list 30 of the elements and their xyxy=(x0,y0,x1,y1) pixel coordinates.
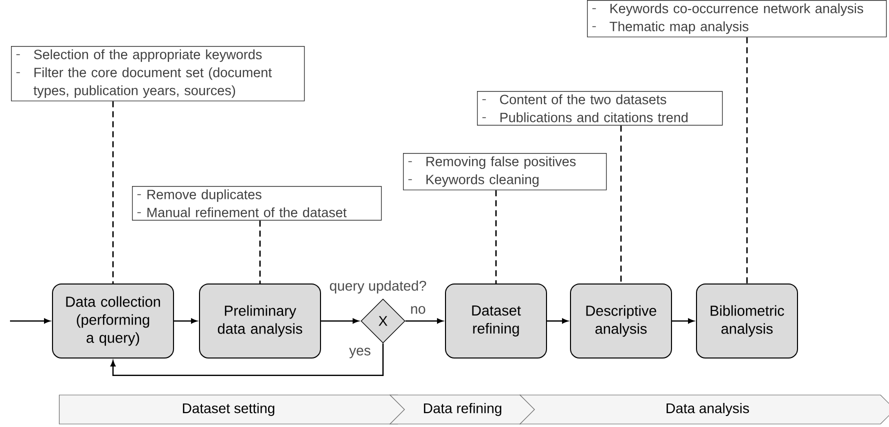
arrow xyxy=(672,318,694,324)
arrow xyxy=(547,318,568,324)
phase-band: Data analysis xyxy=(519,394,889,424)
node-label: Data refining xyxy=(424,402,502,416)
feedback-arrow xyxy=(110,343,384,376)
process-box: Dataset refining xyxy=(445,284,547,358)
connector-line xyxy=(746,37,748,284)
connector-line xyxy=(495,190,497,284)
process-box: Preliminary data analysis xyxy=(199,284,321,358)
edge-label: yes xyxy=(348,346,372,360)
arrow xyxy=(174,318,197,324)
edge-label: no xyxy=(409,305,427,315)
process-box: Bibliometric analysis xyxy=(696,284,798,358)
note-box: Keywords co-occurrence network analysis Thematic map analysis xyxy=(587,0,887,38)
connector-line xyxy=(620,126,622,284)
process-box: Descriptive analysis xyxy=(570,284,672,358)
phase-band: Dataset setting xyxy=(58,394,413,424)
node-label: Data analysis xyxy=(666,402,749,416)
note-box: Selection of the appropriate keywords Filter the core document set (document types, publication years, sources) xyxy=(11,46,305,102)
node-label: Dataset setting xyxy=(182,402,274,416)
arrow xyxy=(405,318,443,324)
note-box: Remove duplicates Manual refinement of the dataset xyxy=(132,186,382,221)
arrow xyxy=(321,318,359,324)
note-box: Content of the two datasets Publications and citations trend xyxy=(477,91,723,126)
condition-label: query updated? xyxy=(330,280,426,294)
connector-line xyxy=(112,101,114,284)
connector-line xyxy=(259,220,261,284)
arrow xyxy=(10,318,50,324)
note-box: Removing false positives Keywords cleaning xyxy=(403,153,607,190)
process-box: Data collection (performing a query) xyxy=(52,284,174,358)
